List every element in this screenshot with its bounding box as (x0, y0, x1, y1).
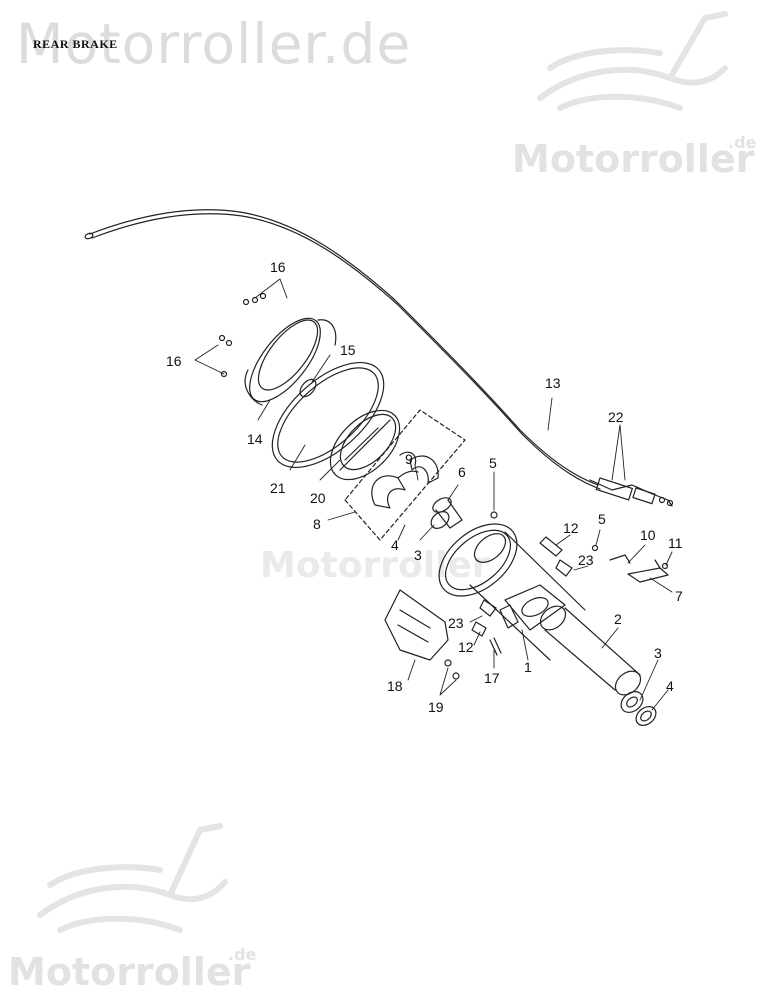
callout-5: 5 (489, 455, 497, 471)
callout-18: 18 (387, 678, 403, 694)
callout-13: 13 (545, 375, 561, 391)
bolts (471, 511, 599, 656)
spring (399, 451, 417, 466)
callout-5: 5 (598, 511, 606, 527)
scooter-outline-icon (537, 11, 728, 111)
callout-3: 3 (414, 547, 422, 563)
gasket (271, 361, 385, 469)
callout-19: 19 (428, 699, 444, 715)
callout-8: 8 (313, 516, 321, 532)
callout-1: 1 (524, 659, 532, 675)
bearing (620, 691, 644, 713)
callout-3: 3 (654, 645, 662, 661)
watermark-text: Motorroller.de (16, 12, 412, 76)
callout-21: 21 (270, 480, 286, 496)
callout-16: 16 (270, 259, 286, 275)
seal (635, 706, 657, 726)
axle-tube (539, 605, 642, 696)
watermark-logo-text: Motorroller (512, 137, 755, 181)
brake-cable (84, 209, 674, 507)
watermark-logo-suffix: .de (228, 945, 257, 964)
leader-lines (194, 278, 673, 711)
callout-23: 23 (578, 552, 594, 568)
callout-4: 4 (391, 537, 399, 553)
callout-22: 22 (608, 409, 624, 425)
callout-12: 12 (458, 639, 474, 655)
callout-10: 10 (640, 527, 656, 543)
callout-2: 2 (614, 611, 622, 627)
cam (432, 497, 463, 529)
callout-9: 9 (405, 451, 413, 467)
callout-15: 15 (340, 342, 356, 358)
callout-14: 14 (247, 431, 263, 447)
brake-lever (609, 554, 669, 583)
watermark-logo-text: Motorroller (8, 950, 251, 994)
brake-drum (244, 317, 337, 406)
brake-panel (438, 523, 586, 661)
watermark-logo-suffix: .de (728, 133, 757, 152)
callout-16: 16 (166, 353, 182, 369)
mud-cover (384, 589, 460, 680)
callout-4: 4 (666, 678, 674, 694)
callout-7: 7 (675, 588, 683, 604)
callout-17: 17 (484, 670, 500, 686)
watermark-logo-text: Motorroller (260, 545, 490, 586)
scooter-outline-icon (37, 823, 228, 933)
callout-6: 6 (458, 464, 466, 480)
callout-23: 23 (448, 615, 464, 631)
screws-16 (218, 292, 267, 378)
callout-20: 20 (310, 490, 326, 506)
diagram-title: REAR BRAKE (33, 37, 118, 51)
shoe-group-box (344, 409, 466, 541)
callout-12: 12 (563, 520, 579, 536)
callout-11: 11 (668, 535, 683, 551)
